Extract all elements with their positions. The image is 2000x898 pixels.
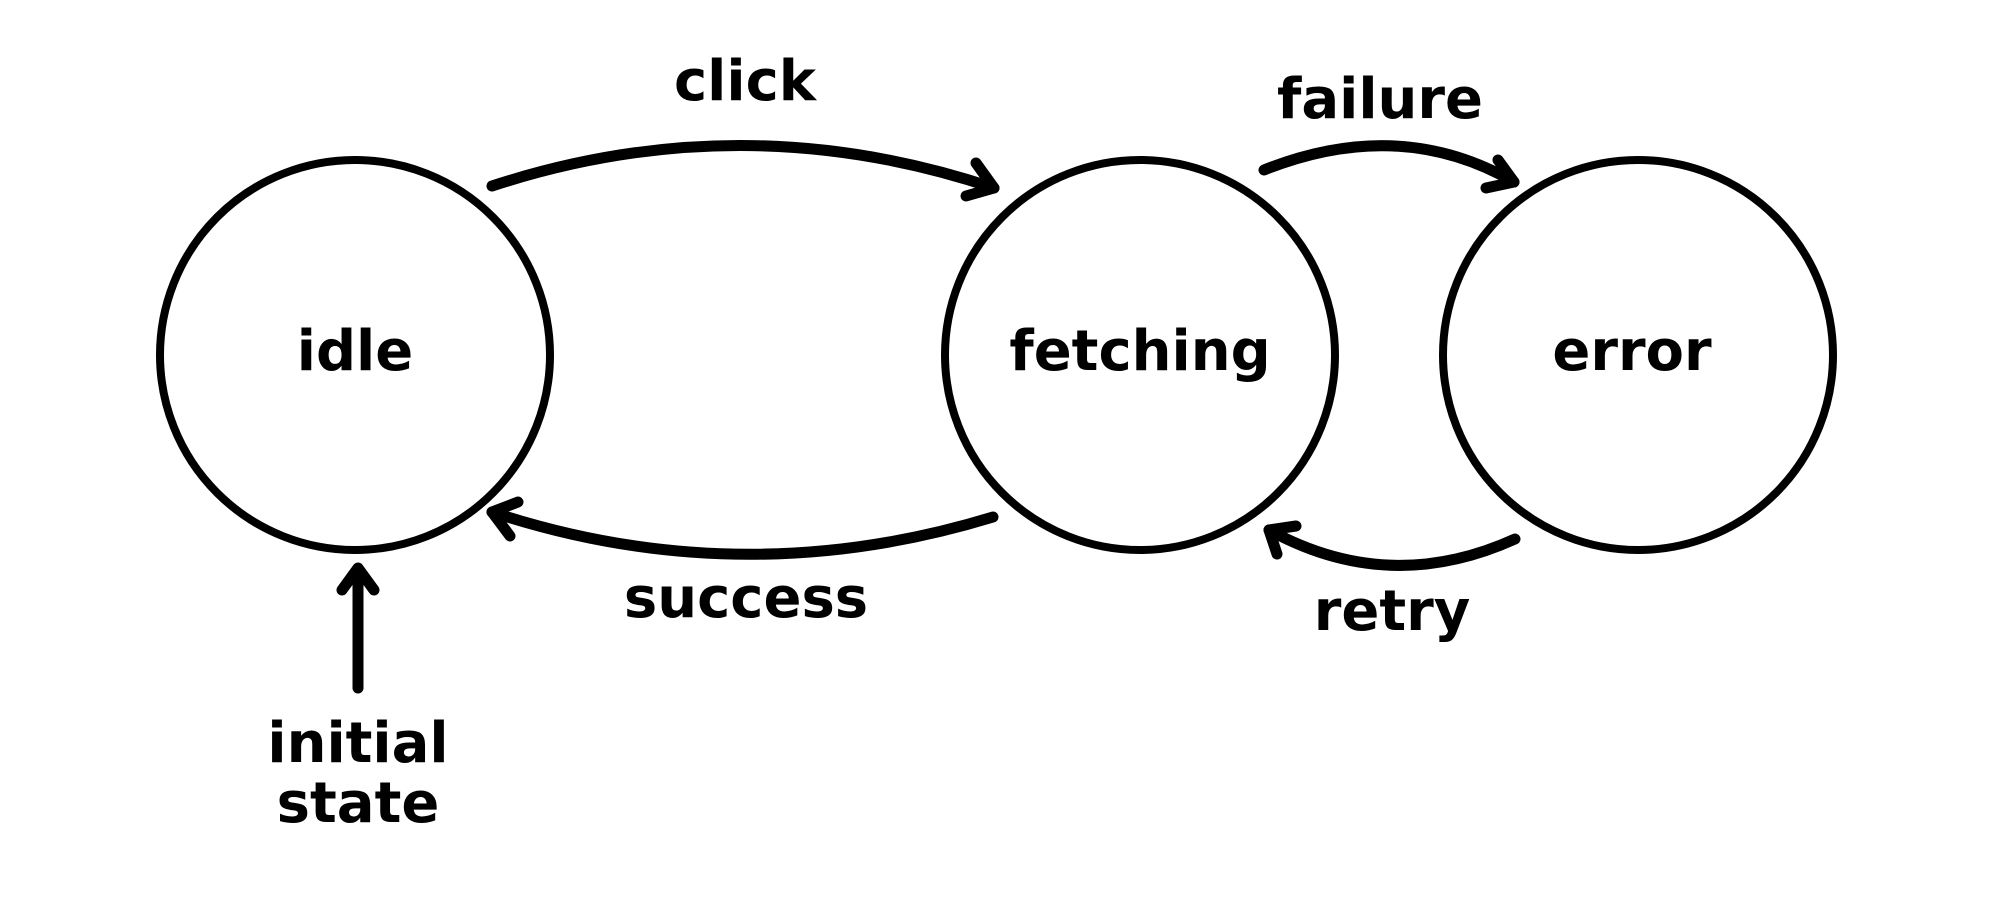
state-idle-label: idle [297, 319, 413, 384]
transition-success-arrow [486, 506, 999, 560]
transition-retry: retry [1263, 520, 1521, 644]
state-error-label: error [1552, 319, 1712, 384]
state-error: error [1439, 156, 1837, 554]
transition-success-arrowhead [486, 496, 524, 542]
transition-failure: failure [1258, 67, 1520, 194]
state-error-circle [1439, 156, 1837, 554]
state-fetching-label: fetching [1009, 319, 1270, 384]
transition-success-label: success [624, 566, 868, 631]
transition-failure-label: failure [1277, 67, 1483, 132]
state-fetching: fetching [941, 156, 1339, 554]
state-idle: idle [156, 156, 554, 554]
initial-state-marker: initial state [267, 562, 449, 836]
transition-click-label: click [674, 49, 818, 114]
initial-state-arrowhead [336, 562, 380, 596]
initial-state-label-line1: initial [267, 711, 448, 776]
transition-click-arrowhead [960, 157, 1000, 202]
transition-retry-arrowhead [1263, 520, 1302, 560]
initial-state-label-line2: state [277, 771, 440, 836]
transition-failure-arrow [1258, 140, 1520, 188]
transition-retry-label: retry [1314, 579, 1471, 644]
transition-click: click [486, 49, 1000, 202]
transition-retry-arrow [1263, 524, 1521, 571]
state-idle-circle [156, 156, 554, 554]
transition-click-arrow [486, 140, 1000, 194]
transition-failure-arrowhead [1480, 154, 1520, 194]
state-fetching-circle [941, 156, 1339, 554]
transition-success: success [486, 496, 999, 631]
